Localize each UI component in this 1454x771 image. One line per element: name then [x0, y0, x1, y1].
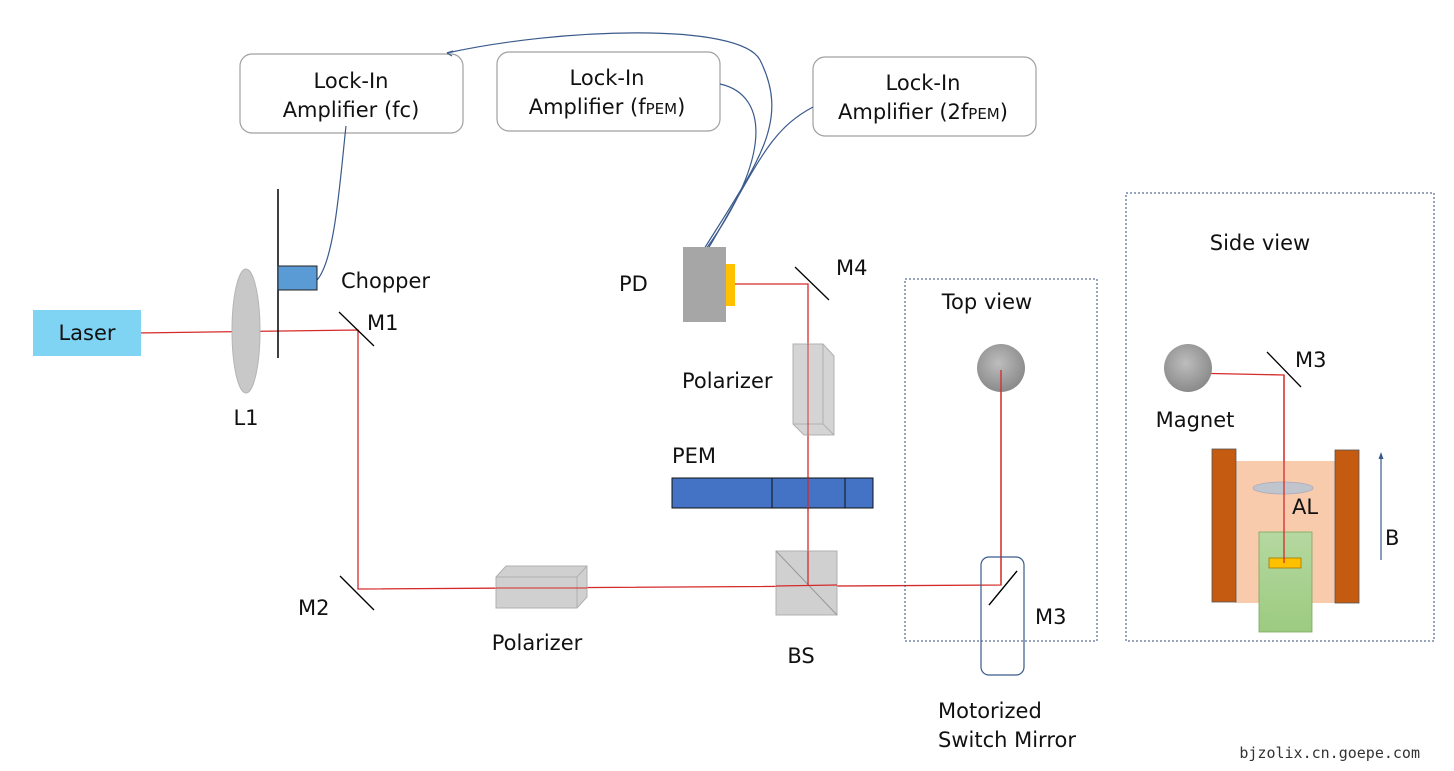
cable-pd-to-lockin-fc-ref — [446, 32, 773, 250]
m1-label: M1 — [367, 311, 398, 335]
cable-chopper-to-lockin-fc — [316, 125, 347, 281]
lockin-fpem-line1: Lock-In — [570, 66, 645, 90]
magnet-coil-right — [1334, 449, 1360, 604]
aspheric-lens-icon — [1252, 481, 1314, 495]
pem-label: PEM — [672, 444, 716, 468]
beam-splitter: BS — [775, 550, 838, 668]
photoelastic-modulator: PEM — [671, 444, 874, 509]
lens-l1-label: L1 — [233, 406, 258, 430]
lens-l1: L1 — [231, 268, 261, 430]
watermark: bjzolix.cn.goepe.com — [1239, 744, 1420, 762]
lockin-fc-line2: Amplifier (fc) — [283, 98, 420, 122]
switch-mirror-label-line1: Motorized — [938, 699, 1042, 723]
motorized-switch-mirror-mount — [980, 556, 1025, 676]
m3-top-label: M3 — [1035, 605, 1066, 629]
m2-label: M2 — [298, 596, 329, 620]
laser-source: Laser — [33, 310, 141, 356]
lockin-amplifier-fc: Lock-In Amplifier (fc) — [239, 53, 464, 134]
side-view-panel: Side view Magnet M3 AL B — [1125, 192, 1435, 642]
lockin-fpem-line2: Amplifier (fPEM) — [529, 95, 686, 119]
pd-label: PD — [619, 272, 648, 296]
al-label: AL — [1292, 495, 1318, 519]
lockin-2fpem-line1: Lock-In — [886, 71, 961, 95]
photodetector: PD — [619, 247, 735, 322]
top-view-panel: Top view M3 — [904, 278, 1098, 676]
polarizer-bottom-label: Polarizer — [492, 631, 583, 655]
laser-label: Laser — [58, 321, 115, 345]
polarizer-analyzer: Polarizer — [682, 343, 835, 436]
mirror-m3-side — [1266, 351, 1302, 388]
laser-beam-path — [136, 283, 1285, 590]
mirror-m4 — [794, 266, 830, 301]
sample — [1268, 557, 1302, 569]
sample-holder — [1258, 531, 1313, 633]
side-view-label: Side view — [1210, 231, 1310, 255]
magnet-label: Magnet — [1156, 408, 1235, 432]
mirror-m1 — [338, 311, 375, 347]
magnet-top-icon — [977, 344, 1025, 392]
magnet-side-icon — [1164, 344, 1212, 392]
cable-pd-to-lockin-2fpem — [707, 106, 814, 250]
lockin-fc-line1: Lock-In — [314, 69, 389, 93]
m4-label: M4 — [836, 256, 867, 280]
lockin-amplifier-2fpem: Lock-In Amplifier (2fPEM) — [812, 56, 1037, 137]
lockin-amplifier-fpem: Lock-In Amplifier (fPEM) — [496, 51, 721, 132]
b-field-label: B — [1385, 526, 1399, 550]
magnet-coil-left — [1211, 448, 1237, 603]
cable-arrowhead — [446, 50, 454, 57]
polarizer-top-label: Polarizer — [682, 369, 773, 393]
m3-side-label: M3 — [1295, 348, 1326, 372]
bs-label: BS — [787, 644, 814, 668]
polarizer: Polarizer — [492, 565, 588, 655]
switch-mirror-label-line2: Switch Mirror — [938, 728, 1076, 752]
top-view-label: Top view — [941, 290, 1032, 314]
mirror-m2 — [339, 575, 375, 611]
signal-cables — [316, 32, 814, 281]
chopper-label: Chopper — [341, 269, 430, 293]
chopper: Chopper — [277, 189, 430, 358]
lockin-2fpem-line2: Amplifier (2fPEM) — [838, 100, 1008, 124]
